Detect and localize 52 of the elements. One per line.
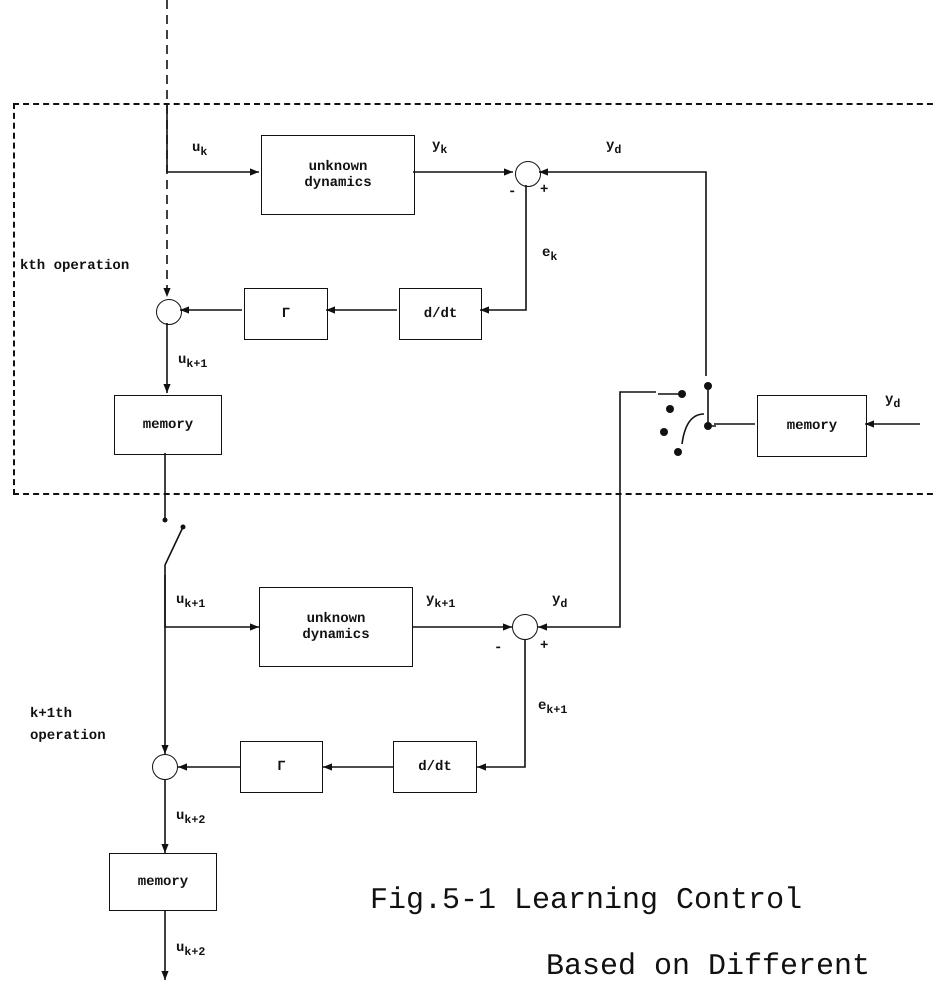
summing-junction: [512, 614, 538, 640]
connector-line: [714, 423, 755, 425]
arrow: [178, 763, 240, 771]
arrow: [865, 420, 920, 428]
process-box: memory: [114, 395, 222, 455]
operation-label: k+1th operation: [30, 705, 107, 746]
edge-label: u$_{k+1}$: [176, 592, 206, 611]
edge-label: u$_{k+2}$: [176, 808, 206, 827]
arrow: [323, 763, 393, 771]
edge-label: y$_{k}$: [432, 138, 448, 157]
edge-label: y$_{k+1}$: [426, 592, 456, 611]
sign-label: -: [508, 184, 516, 200]
arrow: [539, 168, 707, 376]
figure-caption: Fig.5-1 Learning Control Based on Different: [370, 883, 870, 982]
process-box: d/dt: [393, 741, 477, 793]
edge-label: e$_{k+1}$: [538, 698, 568, 717]
arrow: [161, 575, 169, 754]
arrow: [161, 911, 169, 980]
edge-label: y$_{d}$: [606, 138, 622, 157]
connector-line: [164, 453, 166, 515]
dashed-frame: [13, 103, 935, 495]
process-box: unknown dynamics: [261, 135, 415, 215]
arrow: [413, 168, 513, 176]
process-box: memory: [757, 395, 867, 457]
sign-label: +: [540, 182, 548, 198]
edge-label: e$_{k}$: [542, 245, 558, 264]
process-box: Γ: [244, 288, 328, 340]
arrow: [163, 0, 171, 297]
process-box: memory: [109, 853, 217, 911]
process-box: Γ: [240, 741, 323, 793]
summing-junction: [156, 299, 182, 325]
arrow: [326, 306, 397, 314]
edge-label: u$_{k}$: [192, 140, 208, 159]
edge-label: y$_{d}$: [885, 392, 900, 411]
arrow: [166, 103, 259, 176]
edge-label: y$_{d}$: [552, 592, 568, 611]
sign-label: -: [494, 640, 502, 656]
summing-junction: [152, 754, 178, 780]
sign-label: +: [540, 638, 548, 654]
arrow: [480, 185, 527, 314]
arrow: [161, 780, 169, 853]
process-box: unknown dynamics: [259, 587, 413, 667]
arrow: [477, 640, 526, 771]
process-box: d/dt: [399, 288, 482, 340]
edge-label: u$_{k+2}$: [176, 940, 206, 959]
arrow: [413, 623, 512, 631]
summing-junction: [515, 161, 541, 187]
edge-label: u$_{k+1}$: [178, 352, 208, 371]
arrow: [538, 391, 656, 631]
operation-label: kth operation: [20, 257, 130, 276]
arrow: [180, 306, 242, 314]
arrow: [163, 323, 171, 393]
